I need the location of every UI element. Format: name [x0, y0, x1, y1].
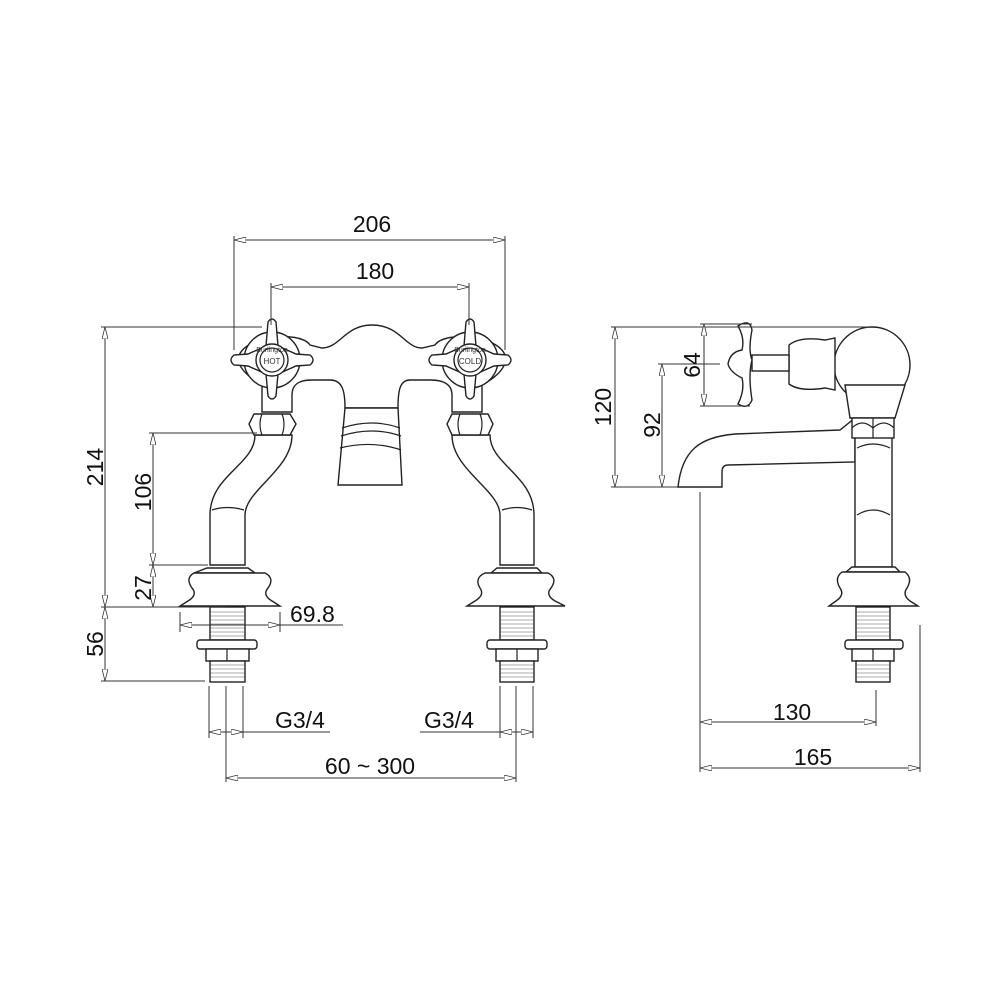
dim-180: 180 — [356, 258, 394, 284]
cold-label: COLD — [459, 357, 481, 366]
dim-165: 165 — [794, 744, 832, 770]
dim-120: 120 — [590, 388, 616, 426]
dim-69-8: 69.8 — [290, 601, 335, 627]
right-nut — [446, 413, 494, 436]
left-nut — [248, 413, 297, 436]
side-handle[interactable] — [727, 322, 753, 407]
spout — [337, 407, 403, 486]
right-base — [464, 567, 566, 683]
cold-handle-brand: Burlington — [454, 347, 486, 354]
side-view — [677, 322, 921, 683]
dim-g34-left: G3/4 — [275, 707, 325, 733]
side-nut — [851, 417, 895, 439]
dim-214: 214 — [82, 448, 108, 487]
dim-27: 27 — [130, 575, 156, 601]
front-view: Burlington HOT Burlington COLD — [177, 318, 566, 683]
dim-64: 64 — [679, 352, 705, 378]
front-dimensions: 206 180 214 56 106 27 69.8 G3/4 G3/4 60 … — [82, 211, 534, 782]
dim-60-300: 60 ~ 300 — [325, 753, 415, 779]
hot-handle[interactable]: Burlington HOT — [230, 318, 314, 400]
right-pipe — [451, 434, 535, 566]
dim-206: 206 — [353, 211, 391, 237]
side-spout — [677, 416, 856, 488]
dim-106: 106 — [130, 473, 156, 511]
side-pipe — [854, 436, 893, 568]
dim-130: 130 — [773, 699, 811, 725]
side-base — [826, 566, 921, 683]
dim-g34-right: G3/4 — [424, 707, 474, 733]
dim-92: 92 — [639, 412, 665, 438]
dim-56: 56 — [82, 631, 108, 657]
cold-handle[interactable]: Burlington COLD — [428, 318, 512, 400]
hot-handle-brand: Burlington — [256, 347, 288, 354]
side-handle-cap — [788, 337, 836, 391]
left-pipe — [209, 434, 293, 566]
hot-label: HOT — [264, 357, 281, 366]
side-dimensions: 120 64 92 130 165 — [590, 323, 921, 772]
